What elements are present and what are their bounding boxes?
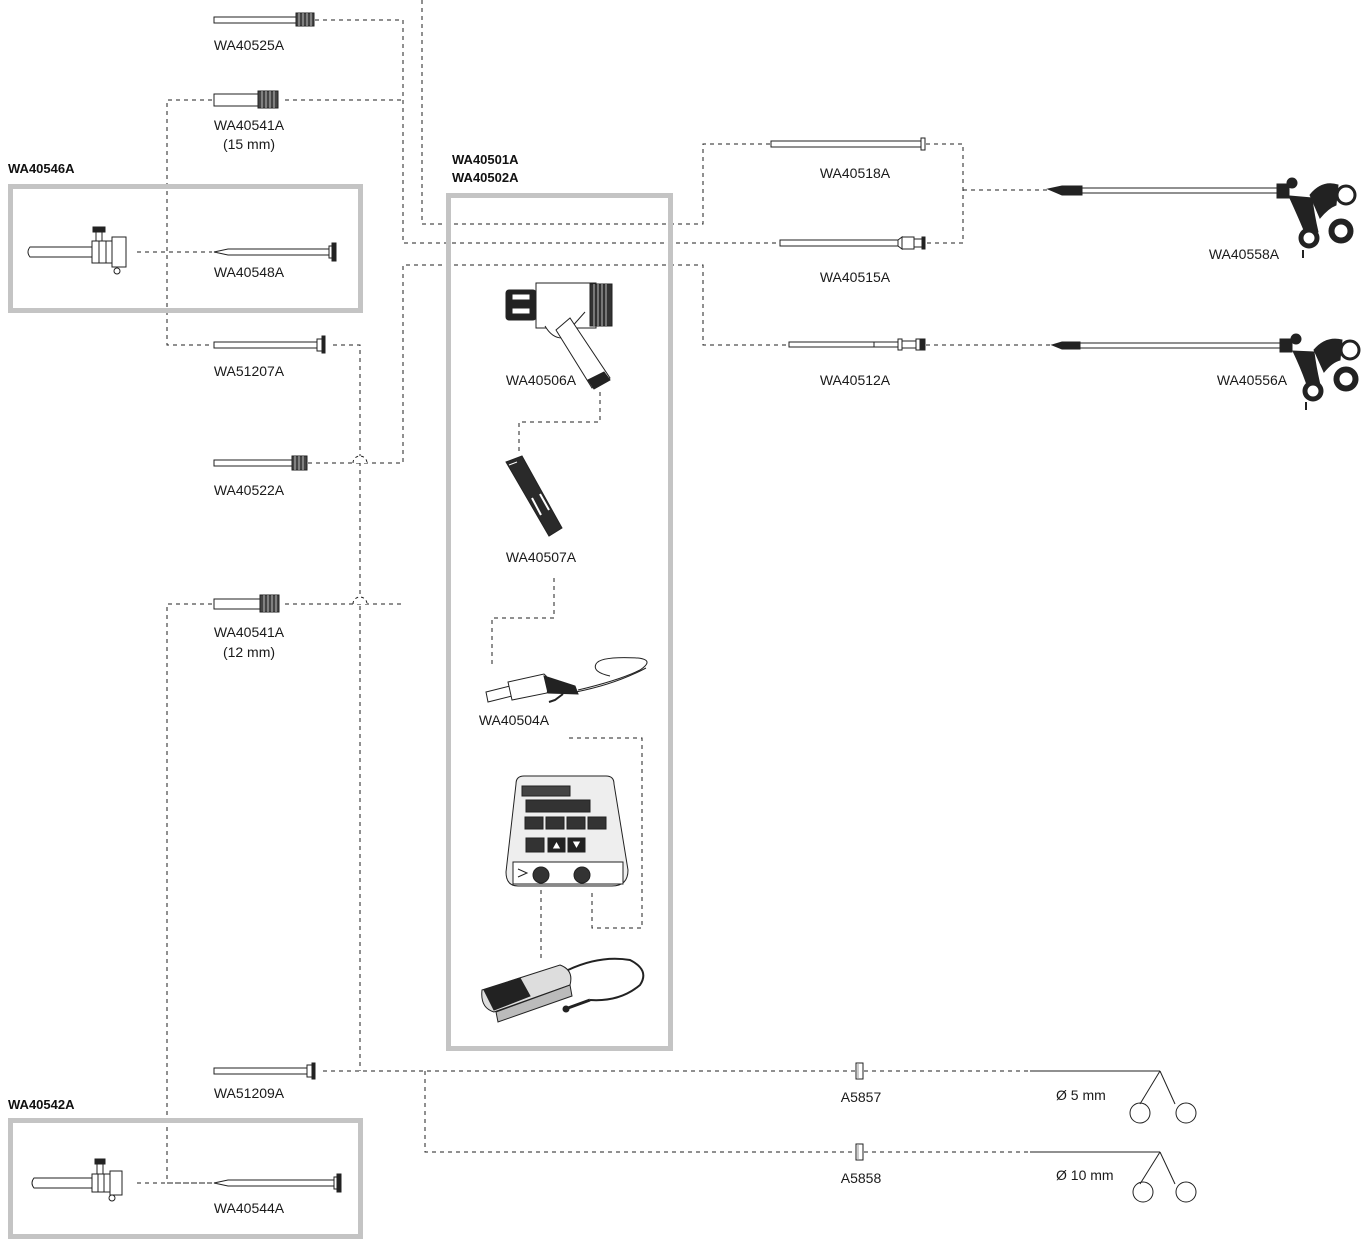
- wa40512a-shape: [788, 338, 926, 351]
- kit-frame-wa40501a-wa40502a: [446, 193, 673, 1051]
- footswitch-shape: [481, 957, 645, 1023]
- wa40542a-trocar-shape: [31, 1158, 123, 1202]
- a5857-shape: [855, 1062, 864, 1080]
- label-wa40518a: WA40518A: [819, 165, 891, 181]
- label-diameter-5mm: Ø 5 mm: [1056, 1087, 1106, 1103]
- wa40507a-blade-shape: [505, 455, 563, 537]
- wa40515a-shape: [779, 236, 926, 250]
- wa40558a-instrument-shape: [1046, 177, 1357, 258]
- label-wa51207a: WA51207A: [213, 363, 285, 379]
- wa40548a-shape: [213, 242, 337, 262]
- label-wa40515a: WA40515A: [819, 269, 891, 285]
- a5858-shape: [855, 1143, 864, 1161]
- label-wa40522a: WA40522A: [213, 482, 285, 498]
- wa51207a-shape: [213, 335, 326, 354]
- kit-frame-wa40542a: [8, 1118, 363, 1239]
- wa40506a-handpiece-shape: [505, 282, 613, 390]
- label-wa40512a: WA40512A: [819, 372, 891, 388]
- control-unit-shape: [505, 775, 629, 887]
- scissors-10mm-shape: [1030, 1151, 1197, 1203]
- kit-frame-wa40546a: [8, 184, 363, 313]
- wa51209a-shape: [213, 1062, 316, 1080]
- wa40518a-shape: [770, 137, 926, 151]
- wa40525a-shape: [213, 12, 315, 27]
- label-wa51209a: WA51209A: [213, 1085, 285, 1101]
- wa40522a-shape: [213, 455, 308, 471]
- label-a5857: A5857: [840, 1089, 882, 1105]
- wa40504a-motor-shape: [485, 657, 648, 703]
- group-title-wa40502a: WA40502A: [452, 170, 519, 185]
- label-a5858: A5858: [840, 1170, 882, 1186]
- group-title-wa40501a: WA40501A: [452, 152, 519, 167]
- wa40541a-15mm-shape: [213, 90, 279, 109]
- wa40541a-12mm-shape: [213, 594, 280, 613]
- label-wa40541a-15: WA40541A: [213, 117, 285, 133]
- wa40546a-trocar-shape: [27, 226, 127, 275]
- label-wa40507a: WA40507A: [505, 549, 577, 565]
- group-title-wa40546a: WA40546A: [8, 161, 75, 176]
- wa40544a-shape: [213, 1173, 342, 1193]
- label-wa40504a: WA40504A: [478, 712, 550, 728]
- label-wa40558a: WA40558A: [1208, 246, 1280, 262]
- group-title-wa40542a: WA40542A: [8, 1097, 75, 1112]
- label-wa40548a: WA40548A: [213, 264, 285, 280]
- scissors-5mm-shape: [1030, 1070, 1197, 1124]
- wa40556a-instrument-shape: [1050, 333, 1361, 410]
- line-crossover-bumps: [352, 455, 368, 605]
- label-wa40506a: WA40506A: [505, 372, 577, 388]
- label-wa40541a-12-size: (12 mm): [222, 644, 276, 660]
- label-wa40541a-12: WA40541A: [213, 624, 285, 640]
- label-wa40541a-15-size: (15 mm): [222, 136, 276, 152]
- label-wa40556a: WA40556A: [1216, 372, 1288, 388]
- label-diameter-10mm: Ø 10 mm: [1056, 1167, 1114, 1183]
- label-wa40544a: WA40544A: [213, 1200, 285, 1216]
- label-wa40525a: WA40525A: [213, 37, 285, 53]
- connection-lines: [137, 0, 1062, 1184]
